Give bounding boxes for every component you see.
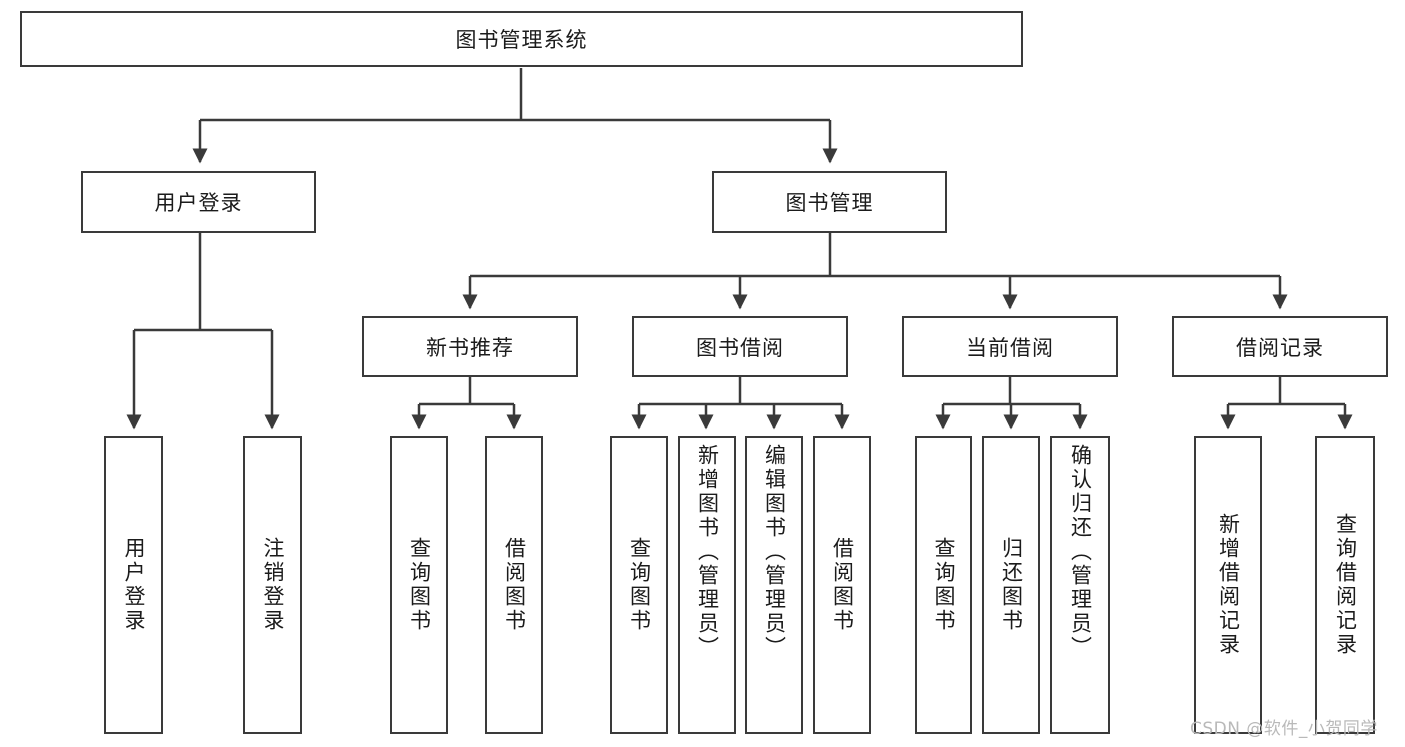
node-leaf-return-book-label: 归还图书 [999, 537, 1024, 633]
node-current-borrow-label: 当前借阅 [966, 335, 1054, 360]
node-user-login[interactable]: 用户登录 [81, 171, 316, 233]
node-book-manage-label: 图书管理 [785, 191, 874, 215]
node-leaf-borrow-book-2[interactable]: 借阅图书 [813, 436, 871, 734]
node-leaf-user-logout-label: 注销登录 [261, 537, 285, 633]
node-book-borrow[interactable]: 图书借阅 [632, 316, 848, 377]
node-borrow-record[interactable]: 借阅记录 [1172, 316, 1388, 377]
node-leaf-user-login[interactable]: 用户登录 [104, 436, 163, 734]
node-leaf-query-book-1[interactable]: 查询图书 [390, 436, 448, 734]
node-leaf-query-book-2[interactable]: 查询图书 [610, 436, 668, 734]
node-leaf-borrow-book-1[interactable]: 借阅图书 [485, 436, 543, 734]
node-leaf-query-book-1-label: 查询图书 [407, 537, 432, 633]
node-borrow-record-label: 借阅记录 [1236, 335, 1324, 360]
node-leaf-edit-book-label: 编辑图书（管理员） [762, 444, 787, 660]
node-leaf-query-book-3[interactable]: 查询图书 [915, 436, 972, 734]
node-leaf-query-book-3-label: 查询图书 [932, 537, 956, 633]
node-current-borrow[interactable]: 当前借阅 [902, 316, 1118, 377]
node-book-borrow-label: 图书借阅 [696, 335, 784, 360]
node-root[interactable]: 图书管理系统 [20, 11, 1023, 67]
node-leaf-add-record[interactable]: 新增借阅记录 [1194, 436, 1262, 734]
node-new-book-recommend[interactable]: 新书推荐 [362, 316, 578, 377]
csdn-watermark: CSDN @软件_小贺同学 [1190, 719, 1378, 739]
node-leaf-query-record[interactable]: 查询借阅记录 [1315, 436, 1375, 734]
node-leaf-query-record-label: 查询借阅记录 [1333, 513, 1358, 657]
node-leaf-borrow-book-2-label: 借阅图书 [830, 537, 855, 633]
node-new-book-recommend-label: 新书推荐 [426, 335, 514, 360]
node-book-manage[interactable]: 图书管理 [712, 171, 947, 233]
node-leaf-confirm-return-label: 确认归还（管理员） [1068, 444, 1093, 660]
node-leaf-query-book-2-label: 查询图书 [627, 537, 652, 633]
node-leaf-confirm-return[interactable]: 确认归还（管理员） [1050, 436, 1110, 734]
node-leaf-add-record-label: 新增借阅记录 [1216, 513, 1241, 657]
node-leaf-edit-book[interactable]: 编辑图书（管理员） [745, 436, 803, 734]
node-leaf-add-book[interactable]: 新增图书（管理员） [678, 436, 736, 734]
node-root-label: 图书管理系统 [455, 28, 588, 52]
node-user-login-label: 用户登录 [154, 191, 243, 215]
node-leaf-return-book[interactable]: 归还图书 [982, 436, 1040, 734]
node-leaf-add-book-label: 新增图书（管理员） [695, 444, 720, 660]
node-leaf-user-logout[interactable]: 注销登录 [243, 436, 302, 734]
node-leaf-user-login-label: 用户登录 [122, 537, 146, 633]
node-leaf-borrow-book-1-label: 借阅图书 [502, 537, 527, 633]
